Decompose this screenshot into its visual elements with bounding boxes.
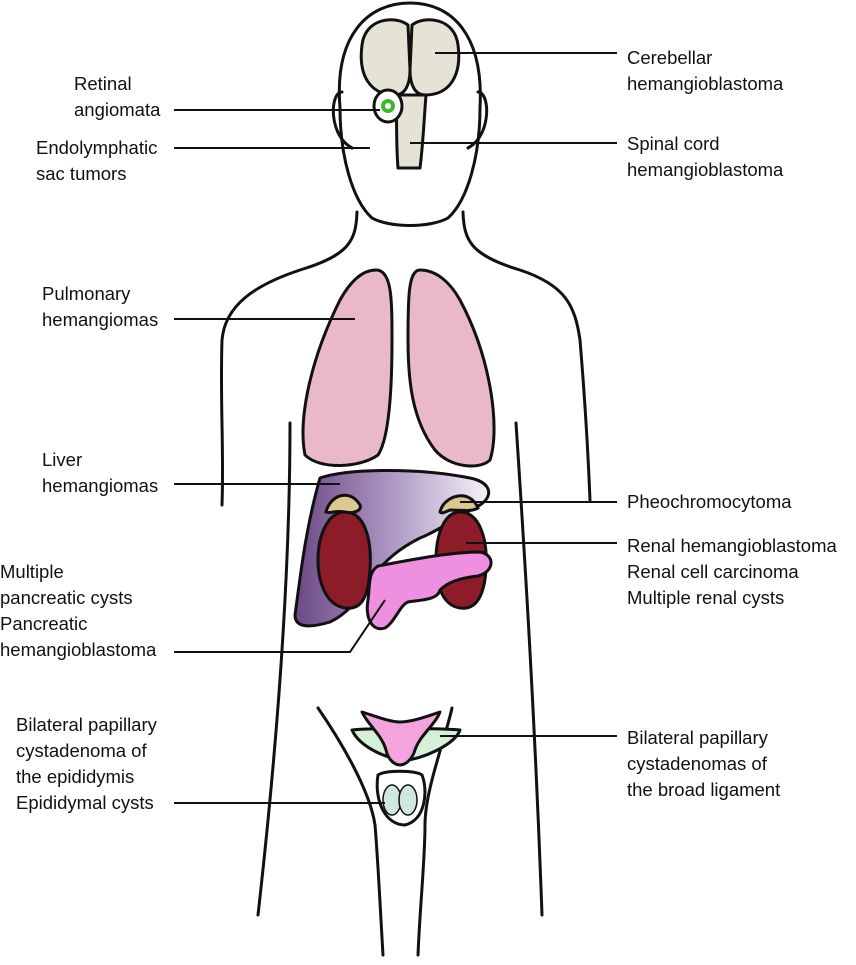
label-pheochromocytoma: Pheochromocytoma bbox=[627, 489, 792, 515]
label-retinal-angiomata: Retinal angiomata bbox=[74, 71, 160, 123]
torso-right bbox=[514, 421, 544, 917]
label-line: Cerebellar bbox=[627, 47, 713, 68]
label-line: angiomata bbox=[74, 99, 161, 120]
left-lung bbox=[301, 268, 394, 467]
right-ear bbox=[466, 90, 489, 150]
label-line: Renal hemangioblastoma bbox=[627, 535, 837, 556]
label-line: the broad ligament bbox=[627, 779, 781, 800]
label-line: Renal cell carcinoma bbox=[627, 561, 799, 582]
label-liver-hemangiomas: Liver hemangiomas bbox=[42, 447, 158, 499]
label-line: hemangioblastoma bbox=[0, 639, 157, 660]
label-endolymphatic-sac-tumors: Endolymphatic sac tumors bbox=[36, 135, 157, 187]
label-line: hemangiomas bbox=[42, 475, 159, 496]
label-epididymis: Bilateral papillary cystadenoma of the e… bbox=[16, 712, 157, 816]
label-line: Retinal bbox=[74, 73, 132, 94]
label-broad-ligament: Bilateral papillary cystadenomas of the … bbox=[627, 725, 780, 803]
label-line: Endolymphatic bbox=[36, 137, 158, 158]
label-line: Bilateral papillary bbox=[16, 714, 157, 735]
label-line: hemangioblastoma bbox=[627, 159, 784, 180]
left-ear bbox=[331, 90, 354, 150]
label-line: Pheochromocytoma bbox=[627, 491, 792, 512]
label-line: Bilateral papillary bbox=[627, 727, 768, 748]
right-adrenal bbox=[438, 494, 480, 515]
label-cerebellar-hemangioblastoma: Cerebellar hemangioblastoma bbox=[627, 45, 783, 97]
label-pulmonary-hemangiomas: Pulmonary hemangiomas bbox=[42, 281, 158, 333]
eye-icon bbox=[372, 88, 404, 124]
body-outline-left bbox=[219, 210, 359, 507]
label-line: Liver bbox=[42, 449, 83, 470]
leader-pancreatic bbox=[174, 599, 386, 653]
label-line: sac tumors bbox=[36, 163, 127, 184]
body-outline-right bbox=[461, 210, 592, 502]
label-line: Pulmonary bbox=[42, 283, 131, 304]
label-line: Multiple bbox=[0, 561, 64, 582]
brain-left-hemisphere bbox=[359, 18, 412, 97]
label-line: Epididymal cysts bbox=[16, 792, 154, 813]
pancreas bbox=[365, 550, 493, 631]
leg-left bbox=[316, 706, 385, 957]
head-outline bbox=[337, 1, 482, 227]
right-testis bbox=[398, 784, 418, 816]
label-line: Multiple renal cysts bbox=[627, 587, 785, 608]
label-line: pancreatic cysts bbox=[0, 587, 133, 608]
right-lung bbox=[406, 268, 496, 468]
label-line: hemangioblastoma bbox=[627, 73, 784, 94]
label-line: hemangiomas bbox=[42, 309, 159, 330]
label-line: cystadenoma of bbox=[16, 740, 147, 761]
label-line: the epididymis bbox=[16, 766, 135, 787]
uterus bbox=[360, 710, 442, 767]
label-line: cystadenomas of bbox=[627, 753, 767, 774]
label-pancreatic: Multiple pancreatic cysts Pancreatic hem… bbox=[0, 559, 156, 663]
left-adrenal bbox=[324, 493, 362, 515]
label-spinal-cord-hemangioblastoma: Spinal cord hemangioblastoma bbox=[627, 131, 783, 183]
brain-right-hemisphere bbox=[408, 18, 461, 97]
torso-left bbox=[256, 421, 292, 917]
label-line: Spinal cord bbox=[627, 133, 720, 154]
label-line: Pancreatic bbox=[0, 613, 88, 634]
label-renal: Renal hemangioblastoma Renal cell carcin… bbox=[627, 533, 837, 611]
left-kidney bbox=[316, 510, 372, 610]
